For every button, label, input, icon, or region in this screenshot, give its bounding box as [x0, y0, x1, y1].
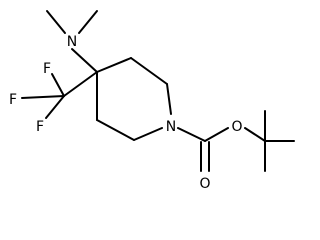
bond-cf3-f-left [21, 95, 65, 99]
molecule-structure: N N O O F F F [0, 0, 308, 191]
bond-ester-o-tbu-c [244, 127, 266, 142]
atom-label-f-top: F [43, 61, 51, 77]
bond-nme-methyl-right [78, 10, 98, 34]
atom-label-n-dimethylamino: N [67, 34, 77, 50]
bond-carbonyl-c-ester-o [204, 127, 229, 142]
bond-n-to-quaternary-c [71, 48, 98, 73]
atom-label-f-left: F [9, 92, 17, 108]
bond-n-carbonyl-c [177, 127, 206, 142]
bond-c4-cf3 [63, 71, 98, 97]
bond-ring-c2-n [166, 83, 172, 115]
bond-nme-methyl-left [46, 10, 66, 34]
atom-label-f-bottom: F [36, 119, 44, 135]
structure-canvas: N N O O F F F [0, 0, 308, 191]
atom-label-o-carbonyl: O [199, 176, 210, 191]
bond-ring-c6-c5 [96, 119, 135, 141]
bond-ring-c3-c2 [130, 57, 168, 85]
bond-ring-n-c6 [133, 127, 163, 141]
bond-cf3-f-bottom [45, 95, 65, 119]
bond-cf3-f-top [51, 73, 65, 97]
atom-label-o-ester: O [231, 119, 242, 135]
bond-ring-c4-c3 [96, 57, 132, 73]
background [0, 0, 308, 191]
atom-label-n-ring: N [166, 119, 176, 135]
